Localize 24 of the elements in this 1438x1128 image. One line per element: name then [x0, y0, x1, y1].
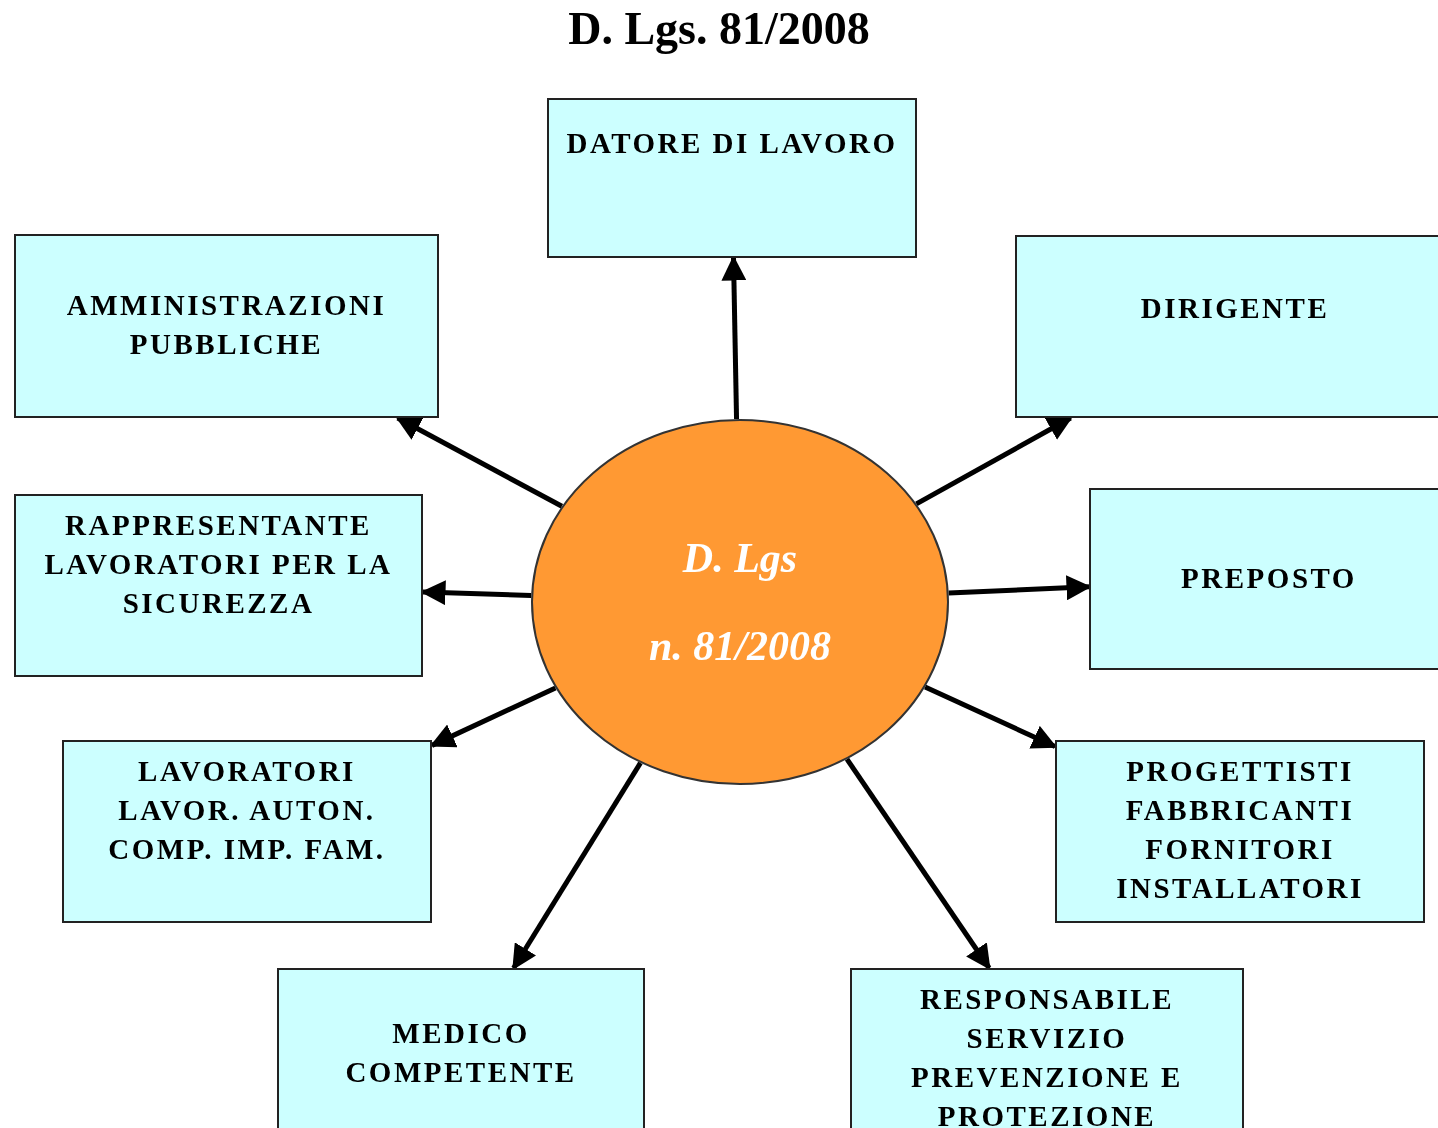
- role-box: [1089, 488, 1438, 670]
- role-label: PROGETTISTI FABBRICANTI FORNITORI INSTALLATORI: [1115, 754, 1365, 907]
- role-label: AMMINISTRAZIONI PUBBLICHE: [65, 288, 388, 363]
- arrow: [511, 761, 643, 971]
- role-label: DATORE DI LAVORO: [565, 126, 899, 161]
- role-box: [14, 234, 439, 418]
- role-box: [1055, 740, 1425, 923]
- arrow: [844, 757, 992, 971]
- role-box: [850, 968, 1244, 1128]
- role-box: [62, 740, 432, 923]
- role-label: RAPPRESENTANTE LAVORATORI PER LA SICUREZZA: [43, 508, 394, 622]
- circle-text: n. 81/2008: [648, 622, 832, 670]
- diagram-title: D. Lgs. 81/2008: [567, 2, 871, 55]
- role-label: DIRIGENTE: [1139, 291, 1331, 326]
- role-label: MEDICO COMPETENTE: [344, 1015, 578, 1090]
- role-box: [14, 494, 423, 677]
- role-box: [277, 968, 645, 1128]
- role-label: RESPONSABILE SERVIZIO PREVENZIONE E PROTEZIONE: [910, 982, 1184, 1128]
- role-label: PREPOSTO: [1180, 561, 1358, 597]
- law-circle: [531, 419, 949, 785]
- circle-text: D. Lgs: [681, 534, 799, 582]
- role-box: [547, 98, 917, 258]
- role-label: LAVORATORI LAVOR. AUTON. COMP. IMP. FAM.: [107, 754, 387, 868]
- role-box: [1015, 235, 1438, 418]
